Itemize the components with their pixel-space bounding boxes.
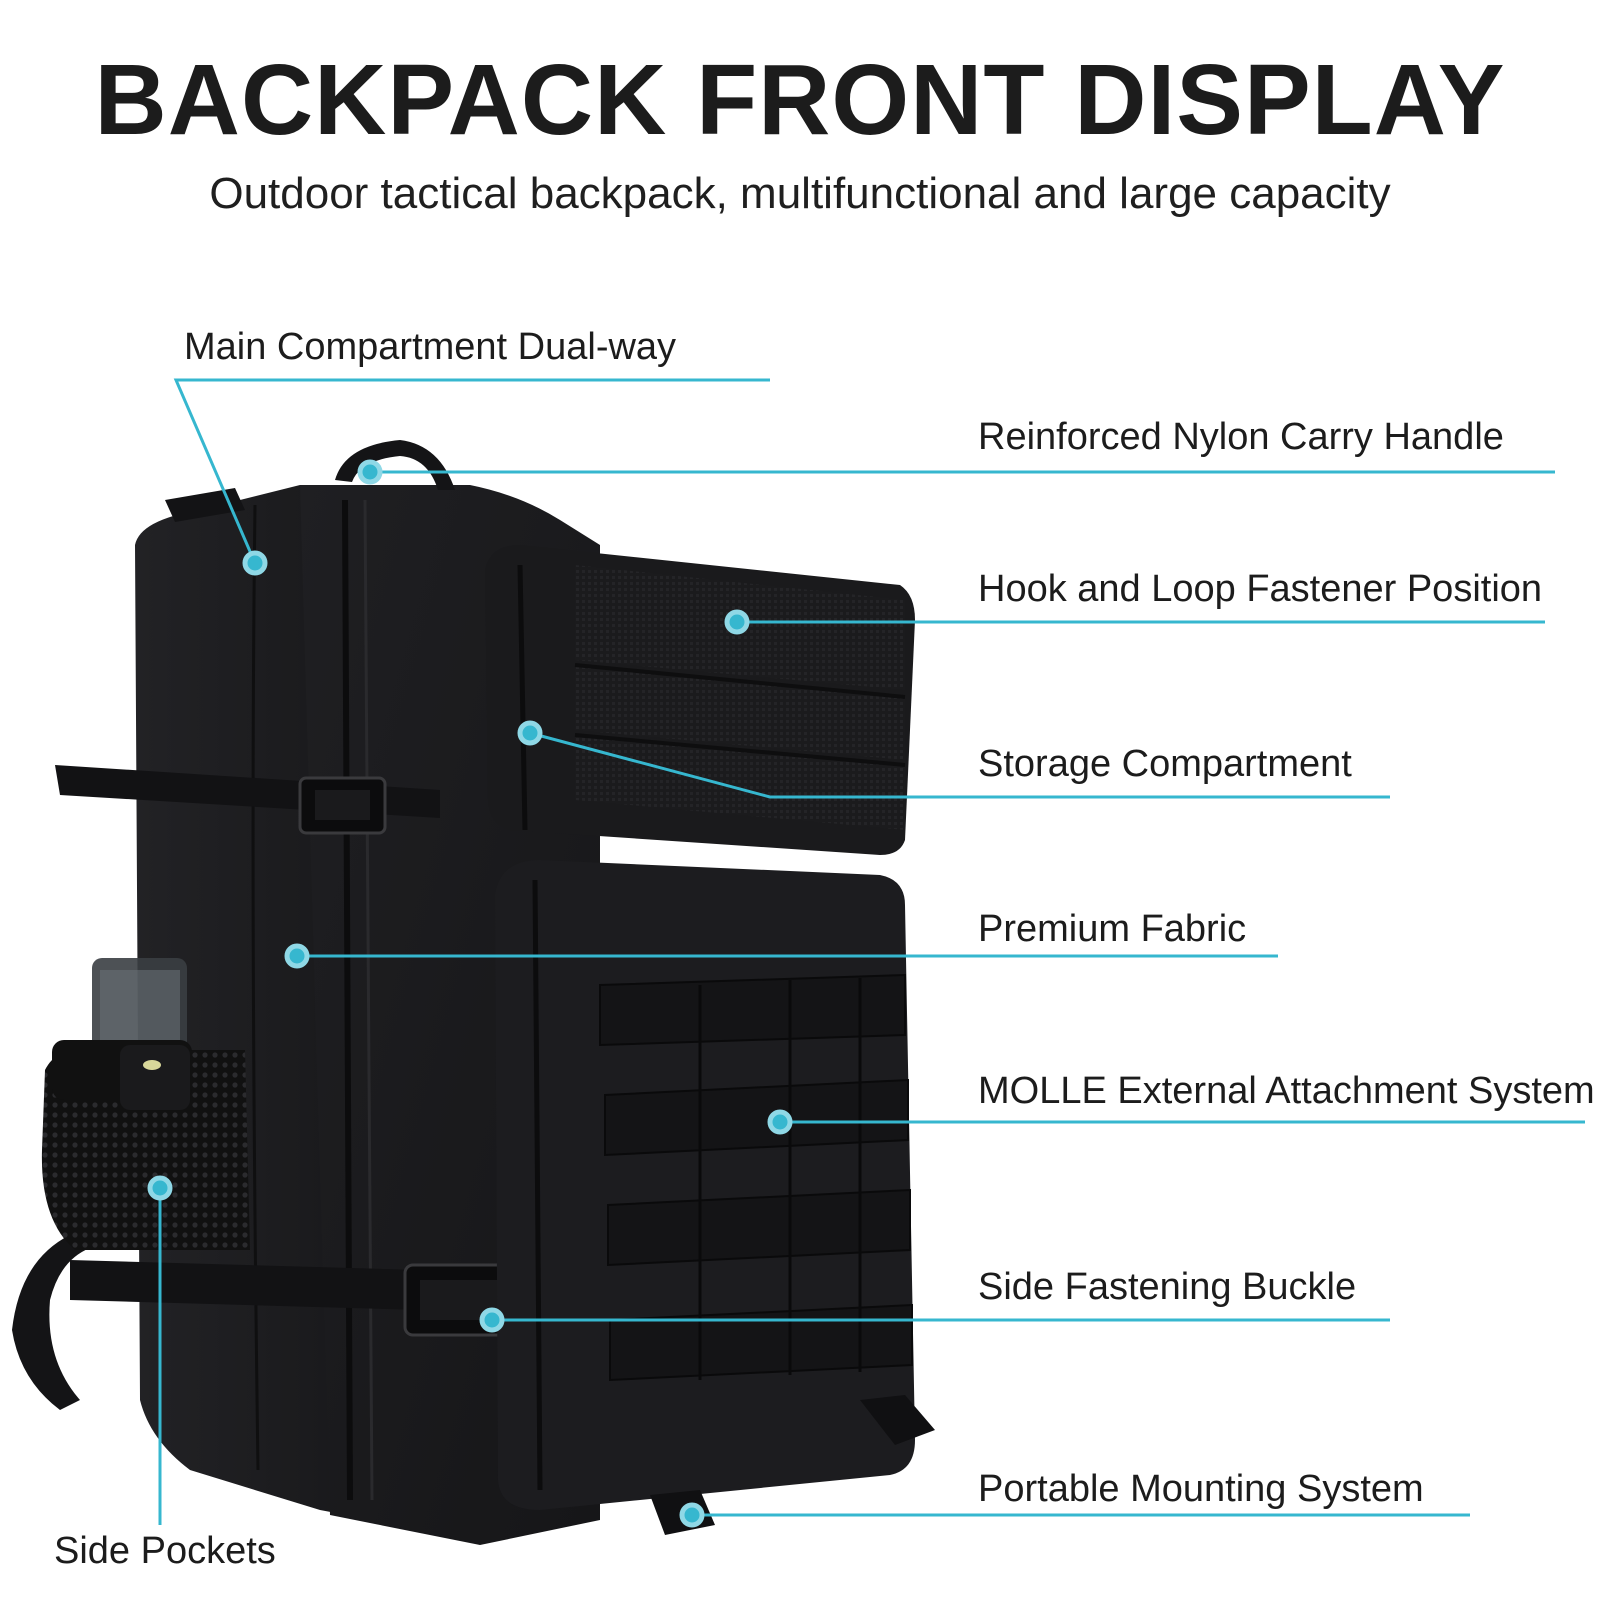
mounting-loop-right: [860, 1395, 935, 1445]
callout-dots: [147, 459, 793, 1528]
callout-lines: [158, 378, 1585, 1525]
page-title: BACKPACK FRONT DISPLAY: [94, 44, 1506, 156]
callout-dot: [767, 1109, 793, 1135]
callout-dot: [242, 550, 268, 576]
callout-side-pockets: Side Pockets: [54, 1530, 276, 1572]
page-subtitle: Outdoor tactical backpack, multifunction…: [209, 169, 1391, 218]
callout-carry-handle: Reinforced Nylon Carry Handle: [978, 416, 1504, 458]
callout-dot: [679, 1502, 705, 1528]
callout-mounting-system: Portable Mounting System: [978, 1468, 1424, 1510]
shoulder-strap: [12, 1235, 90, 1410]
callout-dot: [284, 943, 310, 969]
callout-dot: [479, 1307, 505, 1333]
callout-dot: [517, 720, 543, 746]
molle-webbing: [599, 973, 913, 1382]
callout-dot: [357, 459, 383, 485]
callout-premium-fabric: Premium Fabric: [978, 908, 1247, 950]
callout-side-buckle: Side Fastening Buckle: [978, 1266, 1357, 1308]
carry-handle: [335, 440, 455, 490]
callout-dot: [724, 609, 750, 635]
main-zipper: [342, 499, 353, 1501]
callout-main-compartment: Main Compartment Dual-way: [184, 326, 677, 368]
callout-hook-loop: Hook and Loop Fastener Position: [978, 568, 1543, 610]
callout-storage-compartment: Storage Compartment: [978, 743, 1352, 785]
callout-molle-system: MOLLE External Attachment System: [978, 1070, 1595, 1112]
callout-dot: [147, 1175, 173, 1201]
